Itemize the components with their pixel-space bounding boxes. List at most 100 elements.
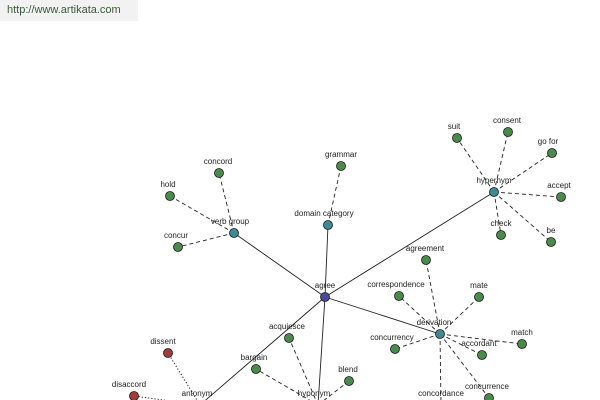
edge-derivation-mate [439, 296, 480, 335]
word-node-concurrence-dot[interactable] [484, 393, 494, 400]
word-node-dissent-dot[interactable] [163, 348, 173, 358]
relation-node-domain-category-label: domain category [294, 209, 353, 218]
word-node-blend[interactable]: blend [338, 365, 358, 386]
word-node-mate-dot[interactable] [474, 292, 484, 302]
relation-node-antonym-label: antonym [182, 389, 213, 398]
word-node-be-dot[interactable] [546, 237, 556, 247]
edge-agree-antonym [205, 296, 326, 400]
word-node-disaccord-dot[interactable] [129, 391, 139, 400]
word-node-disaccord-label: disaccord [112, 380, 146, 389]
word-node-consent[interactable]: consent [493, 116, 522, 137]
relation-node-antonym[interactable]: antonym [182, 389, 213, 400]
word-node-agreement[interactable]: agreement [406, 244, 445, 265]
word-node-concurrence[interactable]: concurrence [465, 382, 510, 400]
word-node-accept-label: accept [547, 181, 571, 190]
word-node-consent-dot[interactable] [503, 127, 513, 137]
word-node-suit[interactable]: suit [448, 122, 462, 143]
relation-node-domain-category-dot[interactable] [323, 220, 333, 230]
word-node-concord-dot[interactable] [214, 168, 224, 178]
word-node-go-for-label: go for [538, 137, 559, 146]
relation-node-verb-group-dot[interactable] [229, 228, 239, 238]
word-node-accept-dot[interactable] [556, 192, 566, 202]
relation-node-verb-group-label: verb group [211, 217, 250, 226]
word-node-hold-dot[interactable] [165, 191, 175, 201]
word-node-be-label: be [547, 226, 556, 235]
word-node-concurrency-label: concurrency [370, 333, 414, 342]
word-node-agreement-dot[interactable] [421, 255, 431, 265]
edge-hypernym-top-be [493, 191, 552, 243]
edge-verb-group-hold [169, 195, 235, 234]
word-node-accordant-dot[interactable] [477, 350, 487, 360]
word-node-dissent[interactable]: dissent [150, 337, 176, 358]
edge-derivation-concurrency [394, 333, 441, 350]
word-node-concord-label: concord [204, 157, 232, 166]
word-node-accordant-label: accordant [461, 339, 497, 348]
word-node-concordance-label: concordance [418, 389, 464, 398]
edge-hypernym-top-accept [493, 191, 562, 198]
word-node-accordant[interactable]: accordant [461, 339, 497, 360]
word-node-hold[interactable]: hold [160, 180, 176, 201]
word-node-correspondence[interactable]: correspondence [367, 280, 425, 301]
edge-agree-domain-category [324, 224, 329, 298]
word-node-bargain-dot[interactable] [251, 364, 261, 374]
root-node-agree[interactable]: agree [315, 281, 336, 302]
word-node-check-dot[interactable] [496, 230, 506, 240]
graph-edges [133, 131, 562, 400]
word-node-concurrence-label: concurrence [465, 382, 510, 391]
edge-antonym-dissent [167, 352, 198, 400]
edge-agree-derivation [324, 296, 441, 335]
relation-node-domain-category[interactable]: domain category [294, 209, 354, 230]
word-node-check[interactable]: check [491, 219, 513, 240]
edge-hyponym-acquiesce [288, 337, 317, 400]
edge-hypernym-top-check [493, 191, 502, 236]
word-node-concur-dot[interactable] [173, 242, 183, 252]
edge-domain-category-grammar [327, 165, 342, 226]
word-node-mate[interactable]: mate [470, 281, 488, 302]
root-node-agree-dot[interactable] [320, 292, 330, 302]
word-node-grammar[interactable]: grammar [325, 150, 357, 171]
relation-node-verb-group[interactable]: verb group [211, 217, 250, 238]
word-node-be[interactable]: be [546, 226, 556, 247]
word-node-acquiesce-label: acquiesce [269, 322, 306, 331]
word-node-match-dot[interactable] [517, 339, 527, 349]
edge-agree-hypernym-top [324, 191, 495, 298]
word-node-go-for-dot[interactable] [547, 148, 557, 158]
word-node-concordance[interactable]: concordance [418, 389, 464, 400]
relation-node-derivation-dot[interactable] [435, 329, 445, 339]
edge-verb-group-concord [218, 172, 235, 234]
relation-node-derivation[interactable]: derivation [417, 318, 452, 339]
word-node-grammar-dot[interactable] [336, 161, 346, 171]
root-node-agree-label: agree [315, 281, 336, 290]
word-node-blend-dot[interactable] [344, 376, 354, 386]
word-node-correspondence-label: correspondence [367, 280, 425, 289]
word-node-concur[interactable]: concur [164, 231, 188, 252]
word-node-accept[interactable]: accept [547, 181, 572, 202]
word-node-concurrency-dot[interactable] [390, 344, 400, 354]
word-node-suit-dot[interactable] [452, 133, 462, 143]
word-node-check-label: check [491, 219, 513, 228]
word-node-acquiesce-dot[interactable] [284, 333, 294, 343]
edge-derivation-accordant [439, 333, 483, 356]
word-node-correspondence-dot[interactable] [394, 291, 404, 301]
word-node-bargain-label: bargain [241, 353, 268, 362]
source-url-link[interactable]: http://www.artikata.com [7, 4, 121, 16]
relation-node-hypernym-top[interactable]: hypernym [476, 176, 512, 197]
word-node-suit-label: suit [448, 122, 461, 131]
word-node-concord[interactable]: concord [204, 157, 232, 178]
relation-node-hyponym[interactable]: hyponym [298, 389, 331, 400]
edge-hypernym-top-suit [456, 137, 495, 193]
edge-derivation-concordance [439, 333, 442, 400]
word-node-dissent-label: dissent [150, 337, 176, 346]
relation-node-hypernym-top-dot[interactable] [489, 187, 499, 197]
word-node-acquiesce[interactable]: acquiesce [269, 322, 306, 343]
graph-nodes: agree verb group domain category hypernym de… [112, 116, 572, 400]
relation-node-hypernym-top-label: hypernym [476, 176, 511, 185]
word-node-concurrency[interactable]: concurrency [370, 333, 414, 354]
edge-hyponym-bargain [255, 368, 311, 400]
edge-hypernym-top-go-for [493, 152, 553, 193]
word-node-go-for[interactable]: go for [538, 137, 559, 158]
word-node-match[interactable]: match [511, 328, 533, 349]
word-node-bargain[interactable]: bargain [241, 353, 268, 374]
word-node-disaccord[interactable]: disaccord [112, 380, 146, 400]
